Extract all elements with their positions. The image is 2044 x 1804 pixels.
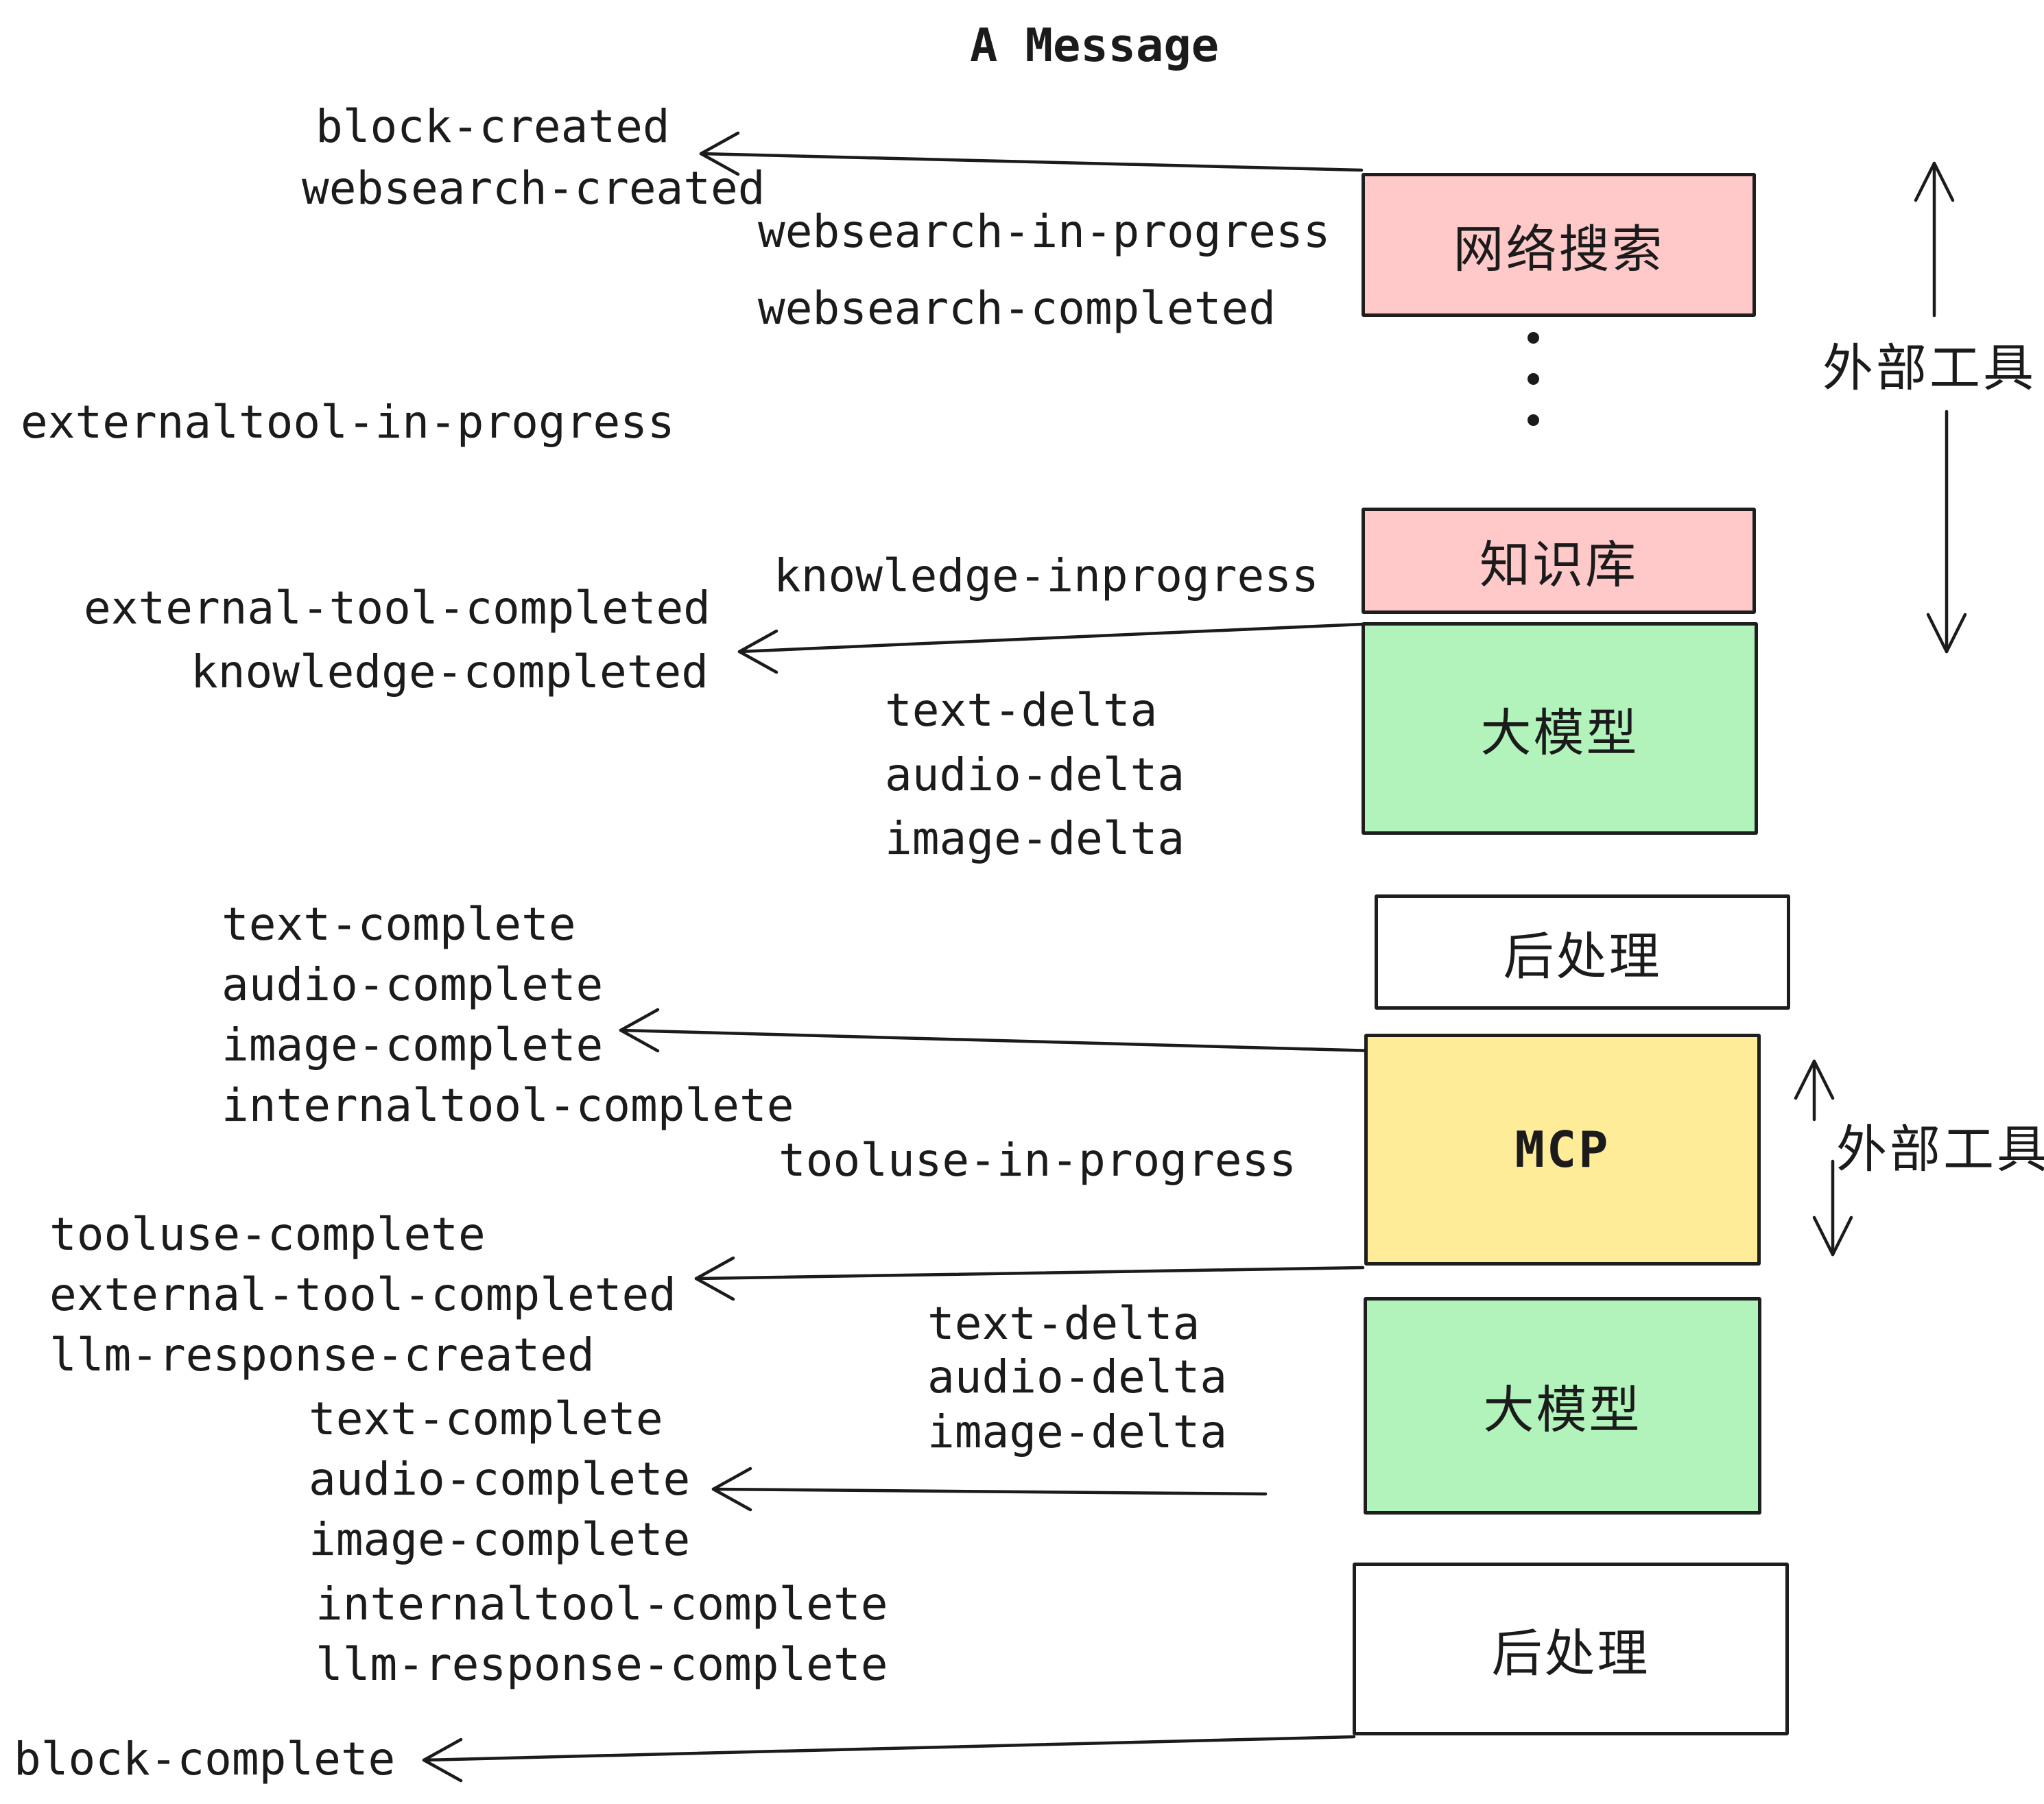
event-llm-response-complete: llm-response-complete — [316, 1638, 888, 1691]
event-externaltool-in-progress: externaltool-in-progress — [21, 396, 675, 449]
event-audio-complete-1: audio-complete — [222, 958, 604, 1011]
box-llm-1: 大模型 — [1362, 622, 1758, 835]
event-websearch-created: websearch-created — [302, 162, 765, 215]
event-external-tool-completed-2: external-tool-completed — [49, 1268, 676, 1321]
event-audio-complete-2: audio-complete — [309, 1453, 691, 1506]
event-image-complete-1: image-complete — [222, 1019, 604, 1071]
diagram-title: A Message — [970, 19, 1220, 72]
arrow-to-websearch-created — [699, 131, 1364, 176]
event-websearch-in-progress: websearch-in-progress — [758, 205, 1331, 258]
event-knowledge-inprogress: knowledge-inprogress — [774, 549, 1319, 602]
event-image-delta-2: image-delta — [927, 1405, 1228, 1458]
event-audio-delta-2: audio-delta — [927, 1351, 1228, 1403]
ellipsis-dot-3 — [1528, 414, 1539, 426]
arrow-to-audio-complete — [711, 1467, 1268, 1512]
box-knowledge: 知识库 — [1362, 508, 1756, 614]
event-llm-response-created: llm-response-created — [49, 1329, 595, 1381]
box-mcp: MCP — [1364, 1034, 1761, 1266]
arrow-external-tools-down-1 — [1926, 410, 1967, 654]
arrow-to-block-complete — [422, 1735, 1356, 1783]
ellipsis-dot-1 — [1528, 332, 1539, 344]
arrow-external-tools-down-2 — [1812, 1159, 1853, 1257]
box-llm-2: 大模型 — [1364, 1297, 1761, 1515]
label-external-tools-1: 外部工具 — [1822, 340, 2036, 396]
event-image-complete-2: image-complete — [309, 1513, 691, 1566]
event-text-complete-1: text-complete — [222, 898, 576, 951]
box-postprocess-2: 后处理 — [1353, 1563, 1789, 1735]
arrow-to-knowledge-completed — [737, 622, 1365, 674]
event-block-created: block-created — [316, 100, 670, 153]
event-external-tool-completed-1: external-tool-completed — [84, 582, 711, 634]
event-internaltool-complete-2: internaltool-complete — [316, 1578, 888, 1630]
label-external-tools-2: 外部工具 — [1836, 1121, 2044, 1178]
event-audio-delta-1: audio-delta — [885, 748, 1185, 801]
arrow-to-tooluse-complete — [694, 1256, 1365, 1301]
event-text-complete-2: text-complete — [309, 1392, 663, 1445]
ellipsis-dot-2 — [1528, 373, 1539, 385]
event-tooluse-in-progress: tooluse-in-progress — [779, 1134, 1296, 1187]
box-postprocess-1: 后处理 — [1375, 894, 1790, 1010]
box-websearch: 网络搜索 — [1362, 173, 1756, 317]
event-text-delta-1: text-delta — [885, 684, 1158, 737]
arrow-external-tools-up-2 — [1794, 1059, 1835, 1121]
event-websearch-completed: websearch-completed — [758, 282, 1276, 335]
event-tooluse-complete: tooluse-complete — [49, 1208, 486, 1261]
arrow-external-tools-up-1 — [1914, 161, 1955, 318]
event-internaltool-complete-1: internaltool-complete — [222, 1079, 794, 1132]
event-knowledge-completed: knowledge-completed — [191, 645, 709, 698]
event-image-delta-1: image-delta — [885, 812, 1185, 865]
event-block-complete: block-complete — [14, 1733, 396, 1785]
event-text-delta-2: text-delta — [927, 1297, 1200, 1350]
arrow-to-image-complete — [619, 1008, 1377, 1053]
